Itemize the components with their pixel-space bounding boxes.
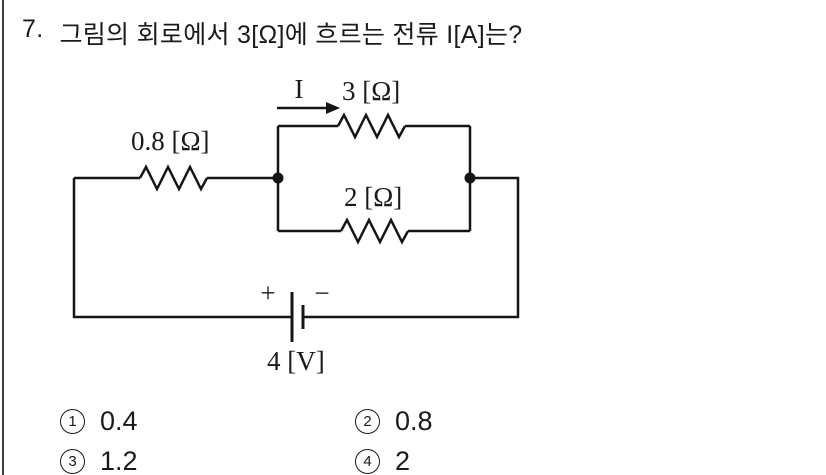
battery-minus-label: −: [314, 278, 329, 308]
junction-node-right: [464, 172, 476, 184]
question-line: 7. 그림의 회로에서 3[Ω]에 흐르는 전류 I[A]는?: [22, 15, 522, 51]
choice-2-value: 0.8: [395, 405, 433, 436]
current-arrow-head: [326, 102, 340, 114]
choice-2-circled-number: 2: [355, 408, 380, 434]
choice-3-circled-number: 3: [60, 448, 85, 474]
resistor-top-label: 3 [Ω]: [342, 76, 400, 106]
choice-3-value: 1.2: [100, 445, 138, 475]
choice-1[interactable]: 1 0.4: [60, 406, 355, 437]
resistor-series-zigzag: [138, 164, 209, 192]
circuit-diagram: I 3 [Ω] 0.8 [Ω] 2 [Ω] + − 4 [V]: [72, 74, 520, 376]
resistor-series-label: 0.8 [Ω]: [131, 126, 210, 156]
current-label: I: [295, 74, 304, 104]
choice-4[interactable]: 4 2: [355, 446, 433, 475]
battery-voltage-label: 4 [V]: [267, 346, 325, 376]
choice-4-circled-number: 4: [355, 448, 380, 474]
resistor-bottom-label: 2 [Ω]: [344, 182, 402, 212]
battery-plus-label: +: [260, 278, 275, 308]
question-text: 그림의 회로에서 3[Ω]에 흐르는 전류 I[A]는?: [59, 21, 523, 49]
choice-2[interactable]: 2 0.8: [355, 406, 433, 437]
choice-3[interactable]: 3 1.2: [60, 446, 355, 475]
resistor-top-zigzag: [336, 112, 407, 140]
wire-left-and-bottom: [72, 178, 292, 319]
choice-1-circled-number: 1: [60, 408, 85, 434]
resistor-bottom-zigzag: [339, 217, 410, 245]
choice-4-value: 2: [395, 445, 411, 475]
column-divider-line: [2, 0, 4, 475]
choice-1-value: 0.4: [100, 405, 138, 436]
question-number: 7.: [22, 15, 44, 43]
answer-choices: 1 0.4 2 0.8 3 1.2 4 2: [60, 401, 433, 475]
wire-bottom-and-right: [303, 176, 520, 319]
junction-node-left: [272, 172, 284, 184]
